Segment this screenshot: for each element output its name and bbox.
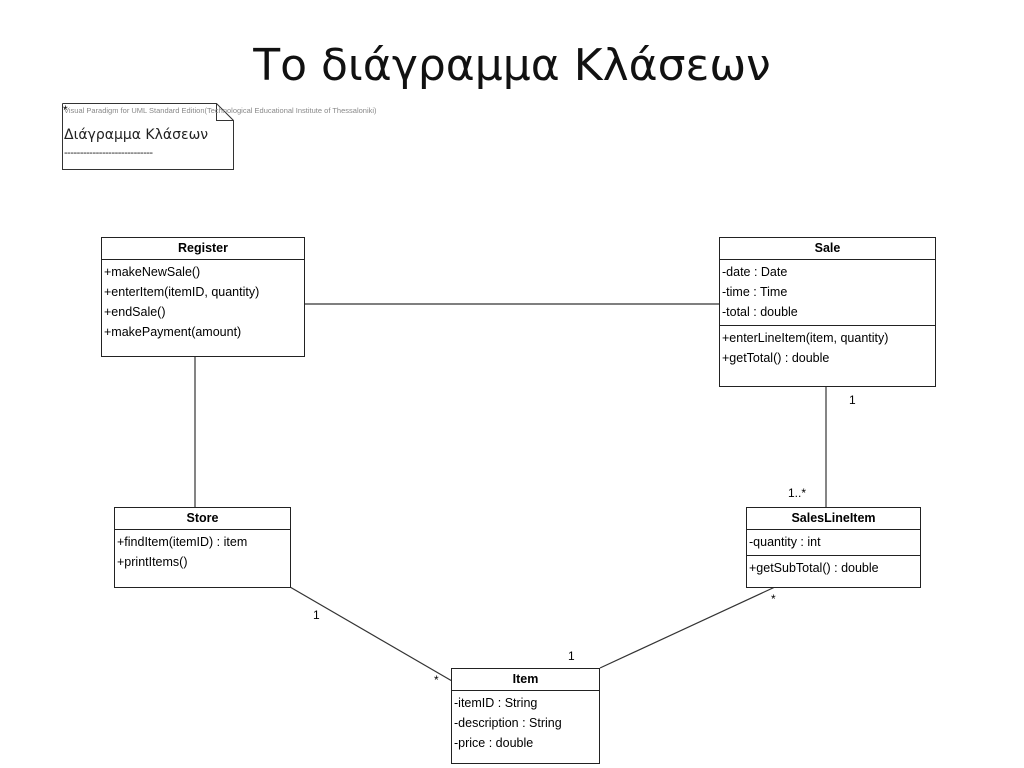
class-saleslineitem-name: SalesLineItem <box>747 508 920 530</box>
note-shape <box>62 103 234 170</box>
class-register-operation: +endSale() <box>104 305 166 319</box>
class-sale-operations: +enterLineItem(item, quantity) +getTotal… <box>720 325 935 371</box>
class-saleslineitem-operation: +getSubTotal() : double <box>749 561 879 575</box>
class-item-attribute: -price : double <box>454 736 534 750</box>
class-sale-attribute: -date : Date <box>722 265 788 279</box>
class-sale-name: Sale <box>720 238 935 260</box>
slide-title: Το διάγραμμα Κλάσεων <box>253 40 771 91</box>
class-register-operation: +enterItem(itemID, quantity) <box>104 285 260 299</box>
class-sale-attribute: -total : double <box>722 305 798 319</box>
class-store-operation: +findItem(itemID) : item <box>117 535 248 549</box>
class-item-attribute: -itemID : String <box>454 696 538 710</box>
class-sale-operation: +getTotal() : double <box>722 351 830 365</box>
class-store: Store +findItem(itemID) : item +printIte… <box>114 507 291 588</box>
class-sale-attribute: -time : Time <box>722 285 788 299</box>
class-store-name: Store <box>115 508 290 530</box>
class-register-operation: +makeNewSale() <box>104 265 201 279</box>
diagram-note: Visual Paradigm for UML Standard Edition… <box>62 103 377 170</box>
class-item: Item -itemID : String -description : Str… <box>451 668 600 764</box>
assoc-store-item <box>289 586 453 682</box>
note-star: * <box>63 103 68 117</box>
class-register-operations: +makeNewSale() +enterItem(itemID, quanti… <box>102 260 304 345</box>
class-item-attribute: -description : String <box>454 716 562 730</box>
class-register: Register +makeNewSale() +enterItem(itemI… <box>101 237 305 357</box>
class-sale-operation: +enterLineItem(item, quantity) <box>722 331 889 345</box>
multiplicity-sale-end: 1 <box>849 393 856 407</box>
class-sale: Sale -date : Date -time : Time -total : … <box>719 237 936 387</box>
assoc-saleslineitem-item <box>599 586 776 669</box>
multiplicity-saleslineitem-end: 1..* <box>788 486 807 500</box>
class-store-operations: +findItem(itemID) : item +printItems() <box>115 530 290 575</box>
class-item-attributes: -itemID : String -description : String -… <box>452 691 599 756</box>
class-item-name: Item <box>452 669 599 691</box>
class-sale-attributes: -date : Date -time : Time -total : doubl… <box>720 260 935 325</box>
note-header-text: Visual Paradigm for UML Standard Edition… <box>64 106 377 115</box>
multiplicity-salesline-item-end: * <box>771 592 776 606</box>
class-saleslineitem-attributes: -quantity : int <box>747 530 920 555</box>
multiplicity-store-end: 1 <box>313 608 320 622</box>
class-saleslineitem-operations: +getSubTotal() : double <box>747 555 920 581</box>
note-title: Διάγραμμα Κλάσεων <box>64 127 209 143</box>
class-store-operation: +printItems() <box>117 555 188 569</box>
class-saleslineitem-attribute: -quantity : int <box>749 535 821 549</box>
class-register-name: Register <box>102 238 304 260</box>
multiplicity-item-store-end: * <box>434 673 439 687</box>
class-register-operation: +makePayment(amount) <box>104 325 242 339</box>
class-saleslineitem: SalesLineItem -quantity : int +getSubTot… <box>746 507 921 588</box>
multiplicity-item-salesline-end: 1 <box>568 649 575 663</box>
note-dashes: ---------------------------- <box>64 147 153 159</box>
